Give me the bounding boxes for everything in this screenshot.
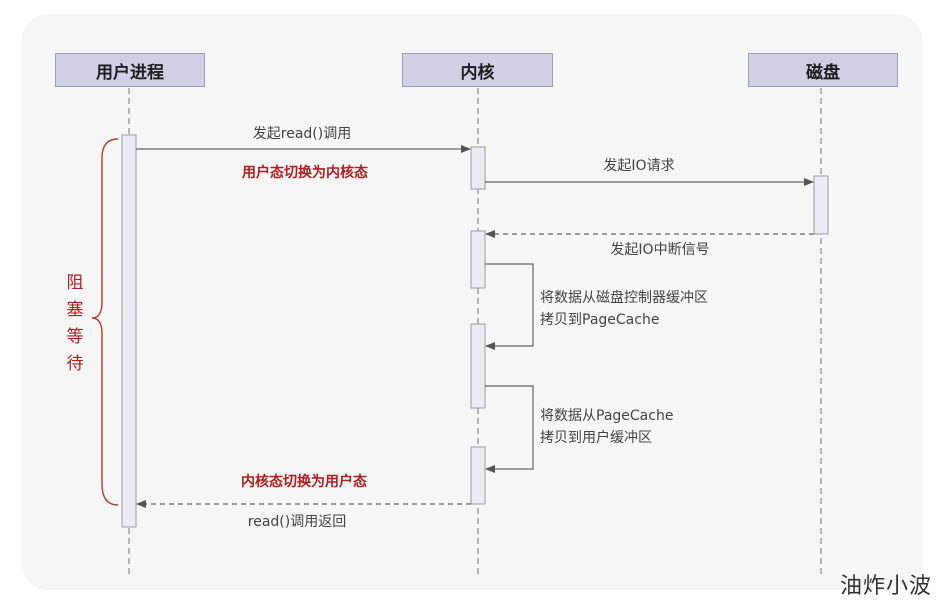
note-kernel-to-user: 内核态切换为用户态 [241,474,367,490]
activation-user [121,134,137,528]
blocking-brace [91,138,119,506]
activation-kernel-3 [470,323,486,409]
blocking-char-3: 等 [66,327,84,347]
blocking-char-1: 阻 [66,273,84,293]
label-copy-to-user-line2: 拷贝到用户缓冲区 [540,430,652,446]
blocking-char-2: 塞 [66,300,84,320]
watermark: 油炸小波 [839,574,932,599]
participant-user-header: 用户进程 [55,53,205,87]
label-io-interrupt: 发起IO中断信号 [610,242,710,258]
participant-disk-header: 磁盘 [748,53,898,87]
blocking-wait-label: 阻 塞 等 待 [64,270,86,378]
label-copy-to-user-line1: 将数据从PageCache [540,408,674,424]
label-read-call: 发起read()调用 [252,126,352,142]
arrow-self-copy-to-pagecache [485,263,534,350]
arrow-self-copy-to-user [485,385,534,473]
note-user-to-kernel: 用户态切换为内核态 [242,165,368,181]
activation-kernel-1 [470,146,486,190]
label-copy-to-pagecache-line2: 拷贝到PageCache [540,312,660,328]
activation-kernel-2 [470,230,486,289]
blocking-char-4: 待 [66,354,84,374]
label-read-return: read()调用返回 [247,514,347,530]
activation-disk [813,175,829,235]
label-io-request: 发起IO请求 [603,158,675,174]
label-copy-to-pagecache-line1: 将数据从磁盘控制器缓冲区 [540,290,708,306]
participant-kernel-header: 内核 [402,53,553,87]
activation-kernel-4 [470,446,486,505]
